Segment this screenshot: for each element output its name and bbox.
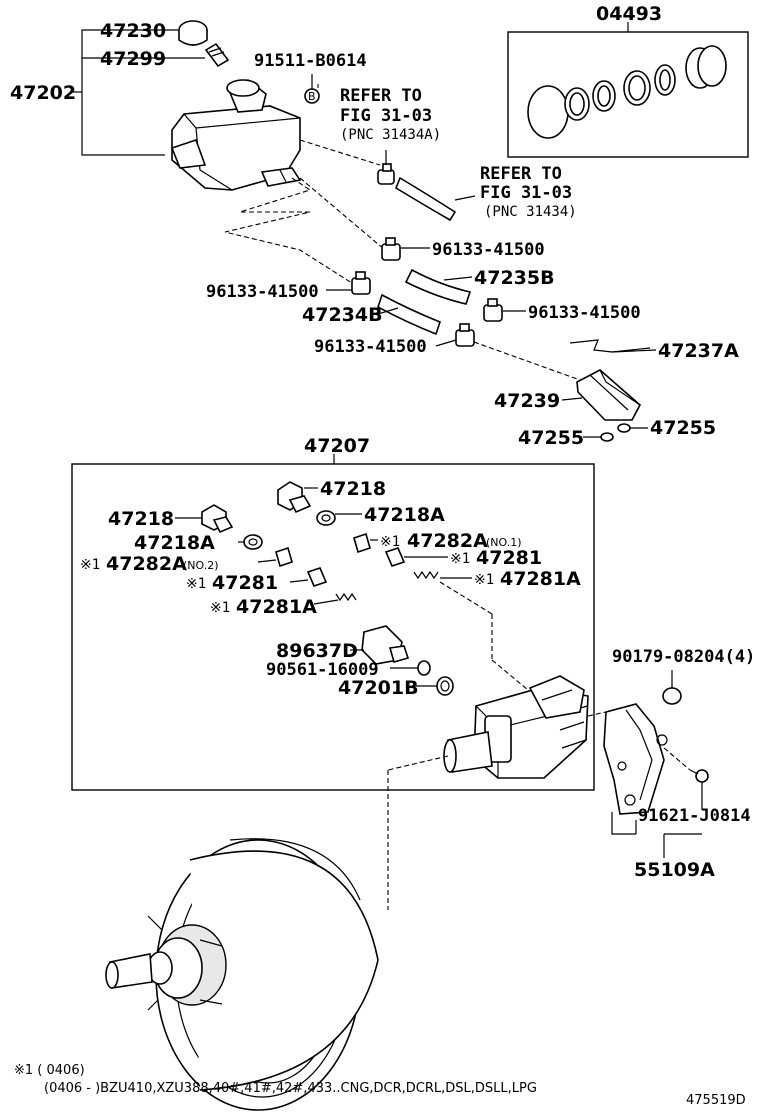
label-91511: 91511-B0614 <box>254 51 367 71</box>
label-47282A-no1: 47282A <box>407 530 488 552</box>
note-mark-3: ※1 <box>450 551 470 567</box>
label-47281A-left: 47281A <box>236 596 317 618</box>
bracket-55109A-group <box>587 670 709 858</box>
label-96133-a: 96133-41500 <box>432 240 545 260</box>
reservoir-cap <box>178 20 208 46</box>
plug-47218-left <box>201 504 234 534</box>
refer1-line2: FIG 31-03 <box>340 106 432 126</box>
reservoir-tank <box>170 79 302 191</box>
reservoir-group: B <box>72 20 386 286</box>
note-mark-6: ※1 <box>210 600 230 616</box>
label-96133-b: 96133-41500 <box>206 282 319 302</box>
note-mark-5: ※1 <box>474 572 494 588</box>
nut-47255-left <box>600 432 614 442</box>
cup-47282A-no1 <box>353 532 371 554</box>
label-96133-d: 96133-41500 <box>314 337 427 357</box>
clamp-96133-d <box>455 323 475 347</box>
nut-47255-right <box>617 423 631 433</box>
sensor-89637D <box>361 625 410 665</box>
label-47281A-right: 47281A <box>500 568 581 590</box>
label-47230: 47230 <box>100 20 166 42</box>
label-47281-right: 47281 <box>476 547 542 569</box>
washer-47218A-left <box>243 534 263 550</box>
brake-booster <box>105 755 449 1111</box>
oring-90561 <box>417 660 431 676</box>
label-47218-top: 47218 <box>320 478 386 500</box>
label-no2: (NO.2) <box>183 559 219 572</box>
master-cylinder-box <box>71 454 595 791</box>
label-90561: 90561-16009 <box>266 660 379 680</box>
label-96133-c: 96133-41500 <box>528 303 641 323</box>
seal-kit-box <box>507 22 749 158</box>
footnote-line2: (0406 - )BZU410,XZU388,40#,41#,42#,433..… <box>44 1081 537 1096</box>
b-marker-text: B <box>308 90 316 103</box>
label-47234B: 47234B <box>302 304 383 326</box>
plug-47218-top <box>277 481 312 514</box>
piston-47281-right <box>384 547 406 567</box>
refer2-line3: (PNC 31434) <box>484 204 577 220</box>
label-47218-left: 47218 <box>108 508 174 530</box>
note-mark-2: ※1 <box>80 557 100 573</box>
label-47299: 47299 <box>100 48 166 70</box>
label-90179: 90179-08204(4) <box>612 647 755 667</box>
footnote-line1: ※1 ( 0406) <box>14 1063 85 1078</box>
refer1-line3: (PNC 31434A) <box>340 127 441 143</box>
refer2-line1: REFER TO <box>480 164 562 184</box>
spring-47281A-left <box>335 592 357 602</box>
label-47201B: 47201B <box>338 677 419 699</box>
bracket-group <box>561 339 657 442</box>
label-47218A-left: 47218A <box>134 532 215 554</box>
label-47282A-no2: 47282A <box>106 553 187 575</box>
label-47207: 47207 <box>304 435 370 457</box>
cup-47282A-no2 <box>275 546 293 568</box>
bracket-55109A <box>603 703 668 815</box>
label-47218A-right: 47218A <box>364 504 445 526</box>
label-47255-right: 47255 <box>650 417 716 439</box>
oring-47201B <box>436 676 454 696</box>
washer-47218A-right <box>316 510 336 526</box>
note-mark-1: ※1 <box>380 534 400 550</box>
clamp-96133-a <box>381 237 401 261</box>
hose-group <box>326 150 581 381</box>
b-marker: B <box>304 88 320 104</box>
refer1-line1: REFER TO <box>340 86 422 106</box>
clamp-96133-b <box>351 271 371 295</box>
labels: 47230 47299 47202 91511-B0614 REFER TO F… <box>10 3 755 1108</box>
label-47239: 47239 <box>494 390 560 412</box>
reservoir-strainer <box>204 42 230 68</box>
label-04493: 04493 <box>596 3 662 25</box>
label-91621: 91621-J0814 <box>638 806 751 826</box>
clamp-refer1 <box>377 163 395 185</box>
spring-47281A-right <box>413 570 439 580</box>
piston-47281-left <box>306 567 328 587</box>
label-89637D: 89637D <box>276 640 358 662</box>
clamp-96133-c <box>483 298 503 322</box>
label-55109A: 55109A <box>634 859 715 881</box>
bolt-91621 <box>689 769 709 783</box>
label-47255-left: 47255 <box>518 427 584 449</box>
label-47281-left: 47281 <box>212 572 278 594</box>
label-47202: 47202 <box>10 82 76 104</box>
label-no1: (NO.1) <box>486 536 522 549</box>
label-47235B: 47235B <box>474 267 555 289</box>
nut-90179 <box>662 687 682 705</box>
label-47237A: 47237A <box>658 340 739 362</box>
master-cylinder-body <box>443 675 589 779</box>
refer2-line2: FIG 31-03 <box>480 183 572 203</box>
note-mark-4: ※1 <box>186 576 206 592</box>
figure-code: 475519D <box>686 1093 746 1108</box>
